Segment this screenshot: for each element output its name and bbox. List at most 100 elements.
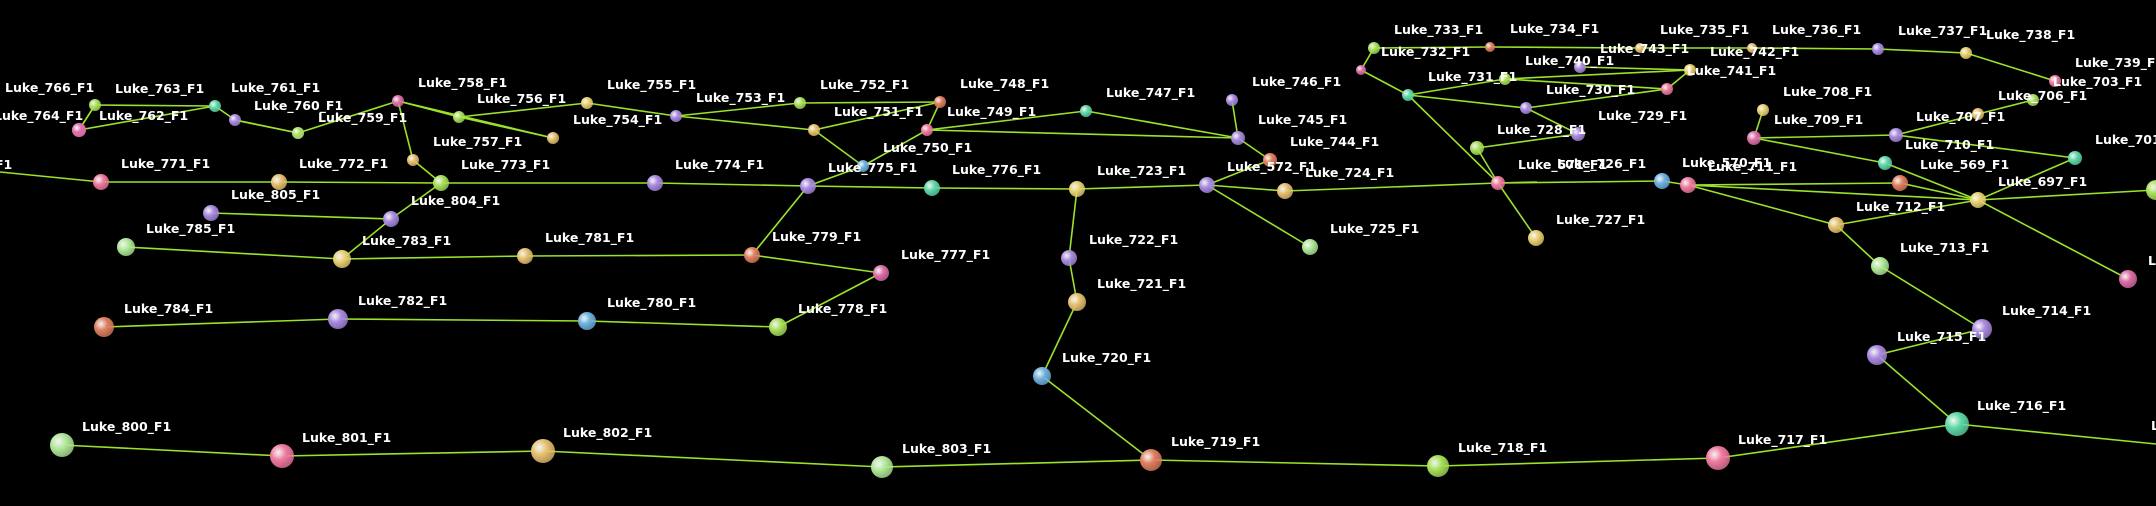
node-Luke_773_F1[interactable] [433, 175, 449, 191]
node-Luke_703_F1[interactable] [2027, 94, 2039, 106]
node-Luke_701_F1[interactable] [2068, 151, 2082, 165]
node-label-Luke_707_F1: Luke_707_F1 [1916, 109, 2005, 125]
node-Luke_761_F1[interactable] [229, 114, 241, 126]
node-Luke_717_F1[interactable] [1706, 446, 1730, 470]
node-Luke_732_F1[interactable] [1356, 65, 1366, 75]
node-Luke_707_F1[interactable] [1889, 128, 1903, 142]
node-Luke_715_F1[interactable] [1867, 345, 1887, 365]
node-Luke_729_F1[interactable] [1571, 127, 1585, 141]
node-Luke_728_F1[interactable] [1470, 141, 1484, 155]
node-Luke_771_F1[interactable] [93, 174, 109, 190]
node-Luke_713_F1[interactable] [1871, 257, 1889, 275]
node-Luke_750_F1[interactable] [857, 160, 869, 172]
node-Luke_748_F1[interactable] [934, 96, 946, 108]
node-Luke_741_F1[interactable] [1661, 83, 1673, 95]
node-Luke_719_F1[interactable] [1140, 449, 1162, 471]
node-Luke_783_F1[interactable] [333, 250, 351, 268]
node-Luke_569_F1[interactable] [1892, 175, 1908, 191]
node-Luke_744_F1[interactable] [1263, 153, 1277, 167]
node-Luke_736_F1[interactable] [1747, 43, 1757, 53]
node-Luke_763_F1[interactable] [209, 100, 221, 112]
node-Luke_756_F1[interactable] [453, 111, 465, 123]
node-Luke_723_F1[interactable] [1069, 181, 1085, 197]
edge-Luke_751_F1-Luke_750_F1 [813, 129, 864, 167]
node-Luke_757_F1[interactable] [407, 154, 419, 166]
node-label-Luke_708_F1: Luke_708_F1 [1783, 84, 1872, 100]
node-Luke_784_F1[interactable] [94, 317, 114, 337]
node-Luke_801_F1[interactable] [270, 444, 294, 468]
node-Luke_776_F1[interactable] [924, 180, 940, 196]
edge-Luke_569_F1-Luke_697_F1 [1899, 182, 1979, 201]
node-Luke_742_F1[interactable] [1684, 64, 1696, 76]
node-label-Luke_717_F1: Luke_717_F1 [1738, 432, 1827, 448]
node-label-Luke_773_F1: Luke_773_F1 [461, 157, 550, 173]
node-Luke_570_F1[interactable] [1654, 173, 1670, 189]
node-Luke_733_F1[interactable] [1368, 42, 1380, 54]
node-label-Luke_764_F1: Luke_764_F1 [0, 108, 83, 124]
node-Luke_716_F1[interactable] [1945, 412, 1969, 436]
node-Luke_745_F1[interactable] [1231, 131, 1245, 145]
node-Luke_758_F1[interactable] [392, 95, 404, 107]
node-label-Luke_803_F1: Luke_803_F1 [902, 441, 991, 457]
node-Luke_738_F1[interactable] [1960, 47, 1972, 59]
node-Luke_762_F1[interactable] [72, 123, 86, 137]
node-Luke_740_F1[interactable] [1499, 73, 1511, 85]
node-Luke_780_F1[interactable] [578, 312, 596, 330]
node-Luke_782_F1[interactable] [328, 309, 348, 329]
node-Luke_697_F1[interactable] [1970, 192, 1986, 208]
node-Luke_743_F1[interactable] [1574, 61, 1586, 73]
node-Luke_718_F1[interactable] [1427, 455, 1449, 477]
node-Luke_708_F1[interactable] [1757, 104, 1769, 116]
node-Luke_714_F1[interactable] [1972, 319, 1992, 339]
node-Luke_746_F1[interactable] [1226, 94, 1238, 106]
node-Luke_571_F1[interactable] [1491, 176, 1505, 190]
node-Luke_778_F1[interactable] [769, 318, 787, 336]
node-Luke_710_F1[interactable] [1878, 156, 1892, 170]
node-Luke_739_F1[interactable] [2049, 75, 2061, 87]
node-Luke_737_F1[interactable] [1872, 43, 1884, 55]
node-Luke_712_F1[interactable] [1828, 217, 1844, 233]
node-Luke_805_F1[interactable] [203, 205, 219, 221]
node-Luke_775_F1[interactable] [800, 178, 816, 194]
node-Luke_777_F1[interactable] [873, 265, 889, 281]
node-Luke_751_F1[interactable] [808, 124, 820, 136]
node-Luke_711_F1[interactable] [1680, 177, 1696, 193]
node-Luke_730_F1[interactable] [1520, 102, 1532, 114]
node-Luke_727_F1[interactable] [1528, 230, 1544, 246]
node-Luke_753_F1[interactable] [670, 110, 682, 122]
node-label-Luke_746_F1: Luke_746_F1 [1252, 74, 1341, 90]
node-Luke_774_F1[interactable] [647, 175, 663, 191]
node-Luke_755_F1[interactable] [581, 97, 593, 109]
node-Luke_721_F1[interactable] [1068, 293, 1086, 311]
node-Luke_724_F1[interactable] [1277, 183, 1293, 199]
node-Luke_804_F1[interactable] [383, 211, 399, 227]
node-Luke_754_F1[interactable] [547, 132, 559, 144]
node-Luke_779_F1[interactable] [744, 247, 760, 263]
node-Luke_572_F1[interactable] [1199, 177, 1215, 193]
node-Luke_802_F1[interactable] [531, 439, 555, 463]
node-Luke_759_F1[interactable] [292, 127, 304, 139]
edge-Luke_711_F1-Luke_712_F1 [1687, 184, 1837, 226]
node-Luke_709_F1[interactable] [1747, 131, 1761, 145]
node-Luke_803_F1[interactable] [871, 456, 893, 478]
node-Luke_1F1[interactable] [2146, 180, 2156, 200]
node-Luke_747_F1[interactable] [1080, 105, 1092, 117]
node-Luke_731_F1[interactable] [1402, 89, 1414, 101]
node-Luke_725_F1[interactable] [1302, 239, 1318, 255]
node-label-Luke_736_F1: Luke_736_F1 [1772, 22, 1861, 38]
node-Luke_734_F1[interactable] [1485, 42, 1495, 52]
node-Luke_722_F1[interactable] [1061, 250, 1077, 266]
node-Luke_772_F1[interactable] [271, 174, 287, 190]
node-Luke_752_F1[interactable] [794, 97, 806, 109]
node-Luke_800_F1[interactable] [50, 433, 74, 457]
node-Luke_735_F1[interactable] [1635, 43, 1645, 53]
node-Luke_766_F1[interactable] [89, 99, 101, 111]
node-Luke_749_F1[interactable] [921, 124, 933, 136]
node-Luke_edge_F1[interactable] [2119, 270, 2137, 288]
node-Luke_785_F1[interactable] [117, 238, 135, 256]
node-Luke_781_F1[interactable] [517, 248, 533, 264]
node-Luke_706_F1[interactable] [1972, 108, 1984, 120]
node-Luke_720_F1[interactable] [1033, 367, 1051, 385]
